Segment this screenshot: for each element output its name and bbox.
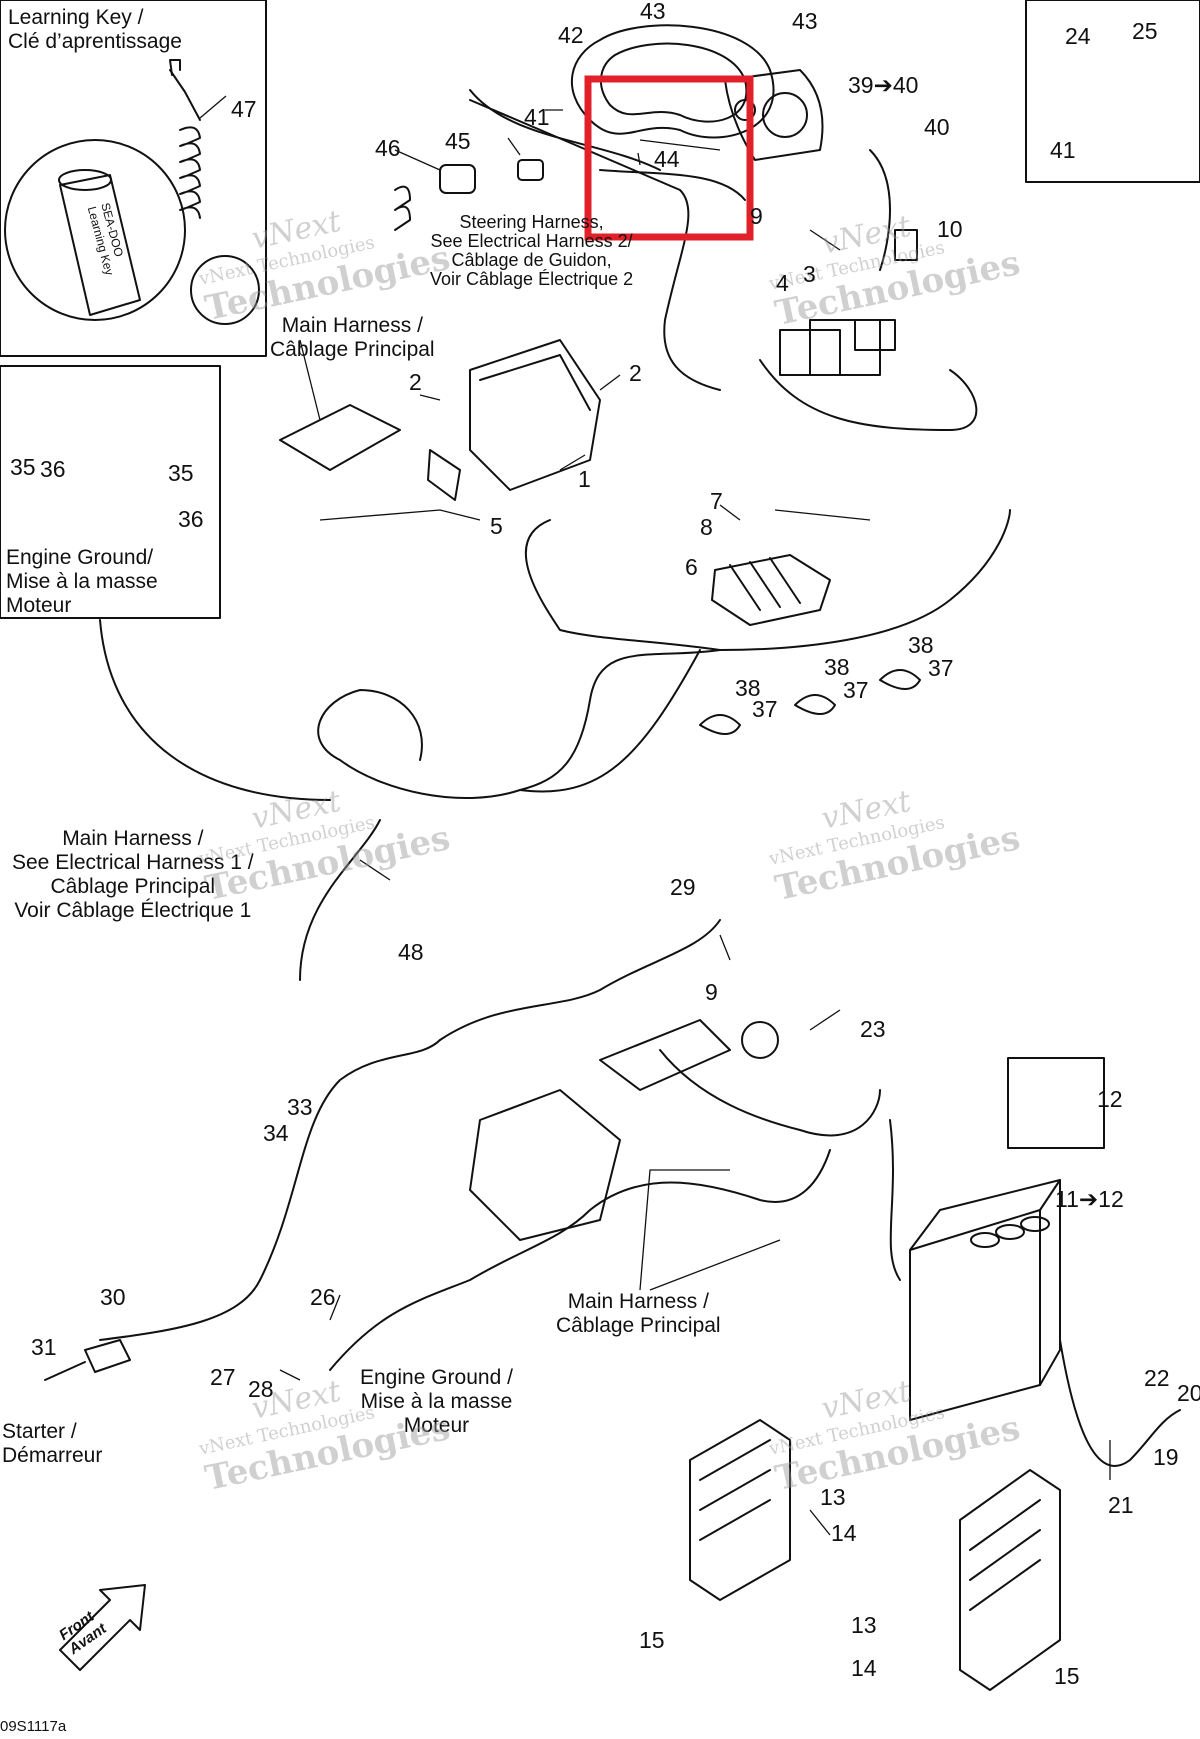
part-number-8: 8 [700, 514, 713, 540]
battery-holder-left [689, 1419, 791, 1601]
main-harness-bottom-label: Main Harness / Câblage Principal [556, 1290, 721, 1337]
part-number-12: 12 [1097, 1086, 1123, 1112]
part-number-35: 35 [10, 454, 36, 480]
battery-holder-right [959, 1469, 1061, 1691]
main-harness-top-label: Main Harness / Câblage Principal [270, 314, 435, 361]
learning-key-inset [0, 0, 267, 357]
part-number-6: 6 [685, 554, 698, 580]
highlight-callout [584, 75, 754, 241]
part-number-35: 35 [168, 460, 194, 486]
clips-37-38 [699, 669, 921, 735]
part-number-42: 42 [558, 22, 584, 48]
part-number-14: 14 [831, 1520, 857, 1546]
front-arrow [59, 1584, 146, 1671]
part-number-41: 41 [1050, 137, 1076, 163]
part-number-4: 4 [776, 270, 789, 296]
part-number-44: 44 [654, 146, 680, 172]
starter-label: Starter / Démarreur [2, 1420, 103, 1467]
part-number-2: 2 [409, 369, 422, 395]
part-number-21: 21 [1108, 1492, 1134, 1518]
solenoid-assembly [469, 1019, 779, 1241]
part-number-24: 24 [1065, 23, 1091, 49]
part-number-1: 1 [578, 466, 591, 492]
part-number-27: 27 [210, 1364, 236, 1390]
part-number-13: 13 [820, 1484, 846, 1510]
learning-key-label: Learning Key / Clé d’aprentissage [8, 6, 182, 53]
relay-cluster [759, 229, 978, 431]
part-number-14: 14 [851, 1655, 877, 1681]
part-number-28: 28 [248, 1376, 274, 1402]
part-number-25: 25 [1132, 18, 1158, 44]
battery-11 [909, 1179, 1061, 1421]
bracket-1 [279, 339, 601, 501]
part-number-20: 20 [1177, 1380, 1200, 1406]
engine-ground-top-label: Engine Ground/ Mise à la masse Moteur [6, 546, 158, 617]
part-number-38: 38 [735, 675, 761, 701]
part-number-3: 3 [803, 261, 816, 287]
part-number-30: 30 [100, 1284, 126, 1310]
steering-harness-label: Steering Harness, See Electrical Harness… [430, 212, 634, 289]
part-number-11-12: 11➔12 [1055, 1186, 1124, 1212]
main-harness-mid-label: Main Harness / See Electrical Harness 1 … [12, 827, 254, 922]
part-number-15: 15 [1054, 1663, 1080, 1689]
part-number-43: 43 [792, 8, 818, 34]
clamps-inset [1025, 0, 1200, 183]
lower-harness [99, 919, 1181, 1467]
part-number-7: 7 [710, 488, 723, 514]
part-number-36: 36 [178, 506, 204, 532]
cap-45-46 [394, 159, 544, 231]
part-number-48: 48 [398, 939, 424, 965]
part-number-36: 36 [40, 456, 66, 482]
part-number-37: 37 [843, 677, 869, 703]
part-number-37: 37 [928, 655, 954, 681]
part-number-26: 26 [310, 1284, 336, 1310]
part-number-2: 2 [629, 360, 642, 386]
steering-harness-wires [469, 89, 891, 391]
regulator-6 [711, 554, 831, 626]
part-number-5: 5 [490, 513, 503, 539]
starter-terminal [44, 1339, 131, 1381]
part-number-40: 40 [924, 114, 950, 140]
part-number-13: 13 [851, 1612, 877, 1638]
part-number-10: 10 [937, 216, 963, 242]
part-number-19: 19 [1153, 1444, 1179, 1470]
part-number-43: 43 [640, 0, 666, 24]
part-number-34: 34 [263, 1120, 289, 1146]
part-number-22: 22 [1144, 1365, 1170, 1391]
figure-code: 09S1117a [0, 1718, 67, 1735]
part-number-37: 37 [752, 696, 778, 722]
part-number-46: 46 [375, 135, 401, 161]
part-number-9: 9 [705, 979, 718, 1005]
engine-ground-bottom-label: Engine Ground / Mise à la masse Moteur [360, 1366, 513, 1437]
part-number-23: 23 [860, 1016, 886, 1042]
part-number-45: 45 [445, 128, 471, 154]
part-number-38: 38 [908, 632, 934, 658]
part-number-38: 38 [824, 654, 850, 680]
part-number-33: 33 [287, 1094, 313, 1120]
main-harness-wires [99, 509, 1011, 981]
engine-ground-inset [0, 365, 221, 619]
part-number-41: 41 [524, 104, 550, 130]
part-number-39-40: 39➔40 [848, 72, 919, 98]
part-number-29: 29 [670, 874, 696, 900]
gauge-cluster [571, 24, 824, 161]
part-number-9: 9 [750, 203, 763, 229]
hardware-inset [1007, 1057, 1105, 1149]
learning-key-illustration [4, 59, 260, 325]
part-number-15: 15 [639, 1627, 665, 1653]
part-number-47: 47 [231, 96, 257, 122]
part-number-31: 31 [31, 1334, 57, 1360]
